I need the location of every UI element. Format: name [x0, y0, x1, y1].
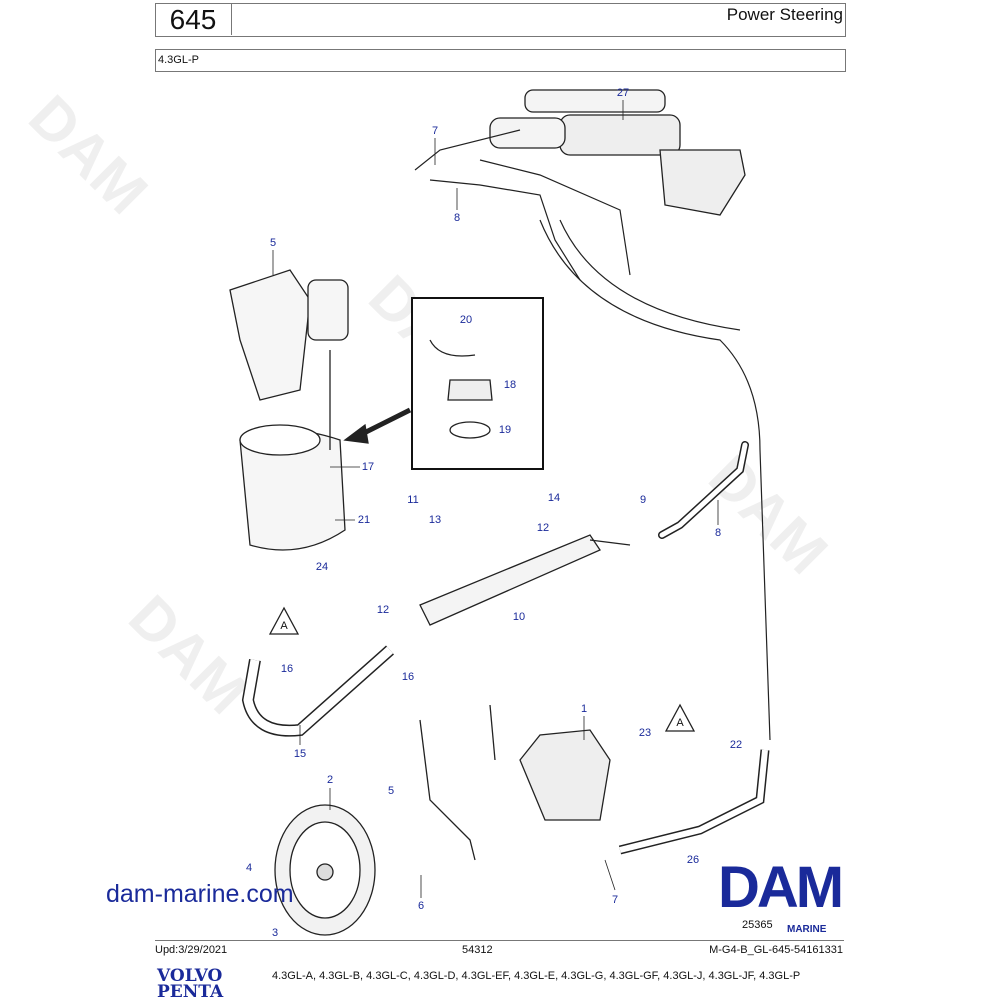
callout: 12 — [536, 522, 550, 534]
callout: 20 — [459, 314, 473, 326]
hoses — [241, 129, 771, 855]
callout: 10 — [512, 611, 526, 623]
inset-parts — [343, 339, 493, 444]
callout: 12 — [376, 604, 390, 616]
leader-lines — [272, 100, 719, 898]
callout: 8 — [453, 212, 461, 224]
callout: 2 — [326, 774, 334, 786]
callout: 8 — [714, 527, 722, 539]
applicable-models: 4.3GL-A, 4.3GL-B, 4.3GL-C, 4.3GL-D, 4.3G… — [272, 970, 801, 982]
header-box — [155, 3, 846, 37]
image-number: 25365 — [742, 919, 773, 931]
reference-triangle — [268, 606, 300, 635]
callout: 7 — [431, 125, 439, 137]
callout: 23 — [638, 727, 652, 739]
reservoir-bracket — [229, 269, 349, 551]
callout: 16 — [280, 663, 294, 675]
section-number: 645 — [155, 3, 232, 35]
oil-cooler — [419, 534, 631, 626]
callout: 13 — [428, 514, 442, 526]
callout: 3 — [271, 927, 279, 939]
website-link[interactable]: dam-marine.com — [106, 880, 294, 908]
callout: 22 — [729, 739, 743, 751]
document-id: M-G4-B_GL-645-54161331 — [709, 944, 843, 956]
callout: 26 — [686, 854, 700, 866]
callout: 17 — [361, 461, 375, 473]
callout: 5 — [387, 785, 395, 797]
volvo-penta-logo: VOLVO PENTA — [157, 966, 224, 1002]
footer-code: 54312 — [462, 944, 493, 956]
callout: 27 — [616, 87, 630, 99]
callout: 7 — [611, 894, 619, 906]
dam-logo: DAM — [718, 855, 844, 920]
power-steering-pump — [419, 704, 611, 861]
dam-logo-subtext: MARINE — [787, 924, 827, 935]
updated-date: Upd:3/29/2021 — [155, 944, 228, 956]
callout: 14 — [547, 492, 561, 504]
brand-line-2: PENTA — [157, 982, 224, 1002]
callout: 16 — [401, 671, 415, 683]
callout: 24 — [315, 561, 329, 573]
callout: 15 — [293, 748, 307, 760]
page-title: Power Steering — [726, 5, 843, 24]
footer-divider — [155, 940, 844, 941]
reference-mark: A — [676, 717, 684, 729]
pulley — [274, 804, 376, 936]
model-box — [155, 49, 846, 72]
callout: 6 — [417, 900, 425, 912]
callout: 4 — [245, 862, 253, 874]
callout: 1 — [580, 703, 588, 715]
callout: 11 — [407, 494, 419, 506]
callout: 9 — [639, 494, 647, 506]
brand-line-1: VOLVO — [157, 966, 223, 986]
callout: 19 — [498, 424, 512, 436]
reference-mark: A — [280, 620, 288, 632]
callout: 18 — [503, 379, 517, 391]
steering-cylinder — [489, 89, 746, 216]
callout: 21 — [357, 514, 371, 526]
reference-triangle — [664, 703, 696, 732]
callout: 5 — [269, 237, 277, 249]
model-label: 4.3GL-P — [158, 54, 199, 66]
